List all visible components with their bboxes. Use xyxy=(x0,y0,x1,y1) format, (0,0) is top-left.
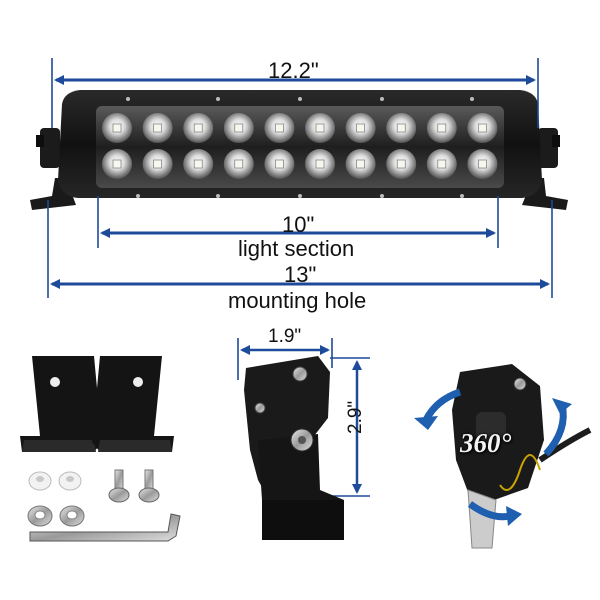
light-section-length-label: 10" xyxy=(282,212,315,237)
light-bar xyxy=(30,90,568,210)
led-array xyxy=(102,113,498,179)
led-chip xyxy=(234,159,244,169)
mounting-bracket xyxy=(92,356,174,452)
bracket-closeup xyxy=(244,356,344,540)
dimension-lines xyxy=(47,58,553,497)
rotation-arrow-icon xyxy=(422,388,462,422)
mounting-kit xyxy=(20,356,181,542)
led-chip xyxy=(396,159,406,169)
overall-length-label: 12.2" xyxy=(268,58,319,83)
led-chip xyxy=(437,123,447,133)
housing-screws xyxy=(126,97,474,198)
led-chip xyxy=(153,123,162,133)
mounting-hole-caption: mounting hole xyxy=(228,288,367,313)
led-chip xyxy=(356,159,365,169)
rotation-closeup xyxy=(414,364,592,549)
led-chip xyxy=(112,123,122,133)
rotation-arrow-icon xyxy=(467,501,511,521)
led-chip xyxy=(193,159,203,169)
bolt xyxy=(108,469,160,503)
led-chip xyxy=(275,159,284,169)
bracket-width-label: 1.9" xyxy=(268,326,302,347)
led-chip xyxy=(275,123,284,133)
led-chip xyxy=(112,159,122,169)
rotation-label: 360° xyxy=(460,428,512,458)
led-chip xyxy=(396,123,406,133)
hex-key xyxy=(29,513,181,542)
led-chip xyxy=(478,159,487,169)
led-chip xyxy=(478,123,487,133)
mounting-hole-length-label: 13" xyxy=(284,262,317,287)
washer xyxy=(27,505,85,527)
led-chip xyxy=(356,123,365,133)
led-chip xyxy=(315,159,325,169)
mounting-bracket xyxy=(20,356,102,452)
led-chip xyxy=(234,123,244,133)
light-section-caption: light section xyxy=(238,236,355,261)
bracket-height-label: 2.9" xyxy=(345,400,366,434)
led-chip xyxy=(153,159,162,169)
led-chip xyxy=(437,159,447,169)
led-chip xyxy=(315,123,325,133)
washer xyxy=(28,471,82,491)
led-chip xyxy=(193,123,203,133)
